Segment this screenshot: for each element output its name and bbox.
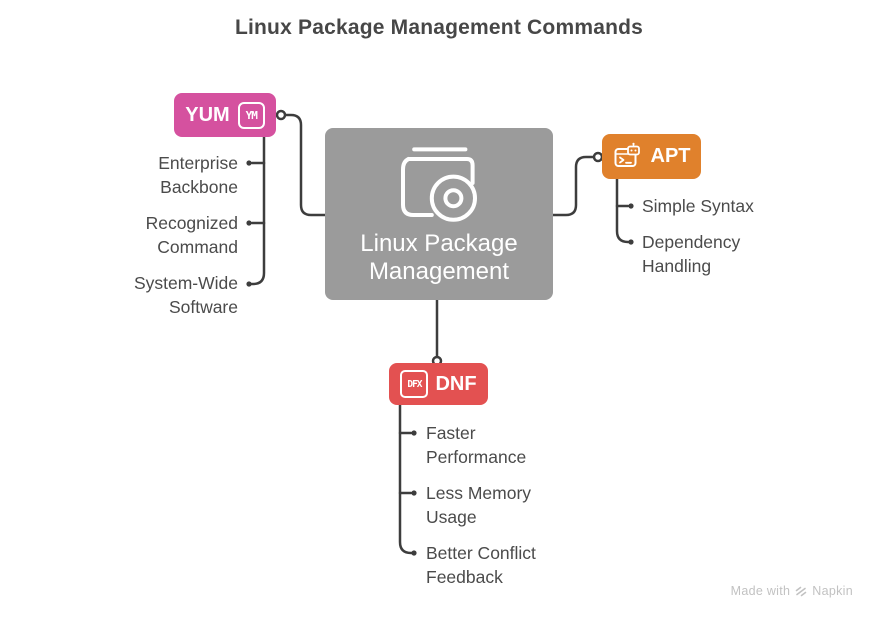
edge-yum-items: [249, 135, 266, 286]
diagram-title: Linux Package Management Commands: [234, 16, 644, 39]
socket-apt: [592, 151, 604, 163]
apt-item-2: Dependency Handling: [642, 232, 741, 276]
yum-item-2: Recognized Command: [145, 213, 238, 257]
watermark-brand: Napkin: [812, 584, 853, 598]
dnf-item-2: Less Memory Usage: [426, 483, 532, 527]
central-node-label: Linux Package Management: [360, 230, 518, 285]
edge-dnf-items: [398, 403, 414, 555]
node-yum: YUM YM: [174, 93, 276, 137]
node-yum-label: YUM: [185, 103, 230, 126]
central-node: Linux Package Management: [325, 128, 553, 300]
node-dnf-label: DNF: [435, 372, 477, 395]
node-apt-label: APT: [650, 145, 691, 167]
book-disc-icon: [401, 147, 477, 222]
watermark: Made with Napkin: [731, 584, 853, 598]
edge-yum-center: [283, 113, 327, 217]
dnf-badge-icon: DFX: [400, 370, 429, 398]
dnf-item-1: Faster Performance: [426, 423, 527, 467]
watermark-prefix: Made with: [730, 584, 791, 598]
apt-item-1: Simple Syntax: [642, 196, 754, 216]
node-apt: APT: [602, 134, 701, 179]
napkin-logo-icon: [795, 586, 807, 597]
edge-center-apt: [551, 155, 596, 217]
terminal-bot-icon: [614, 142, 640, 167]
dnf-item-3: Better Conflict Feedback: [426, 543, 536, 587]
node-dnf: DFX DNF: [389, 363, 488, 405]
edge-apt-items: [615, 177, 631, 244]
yum-badge-icon: YM: [237, 101, 265, 129]
yum-item-3: System-Wide Software: [133, 273, 238, 317]
yum-item-1: Enterprise Backbone: [158, 153, 238, 197]
socket-yum: [275, 109, 287, 121]
